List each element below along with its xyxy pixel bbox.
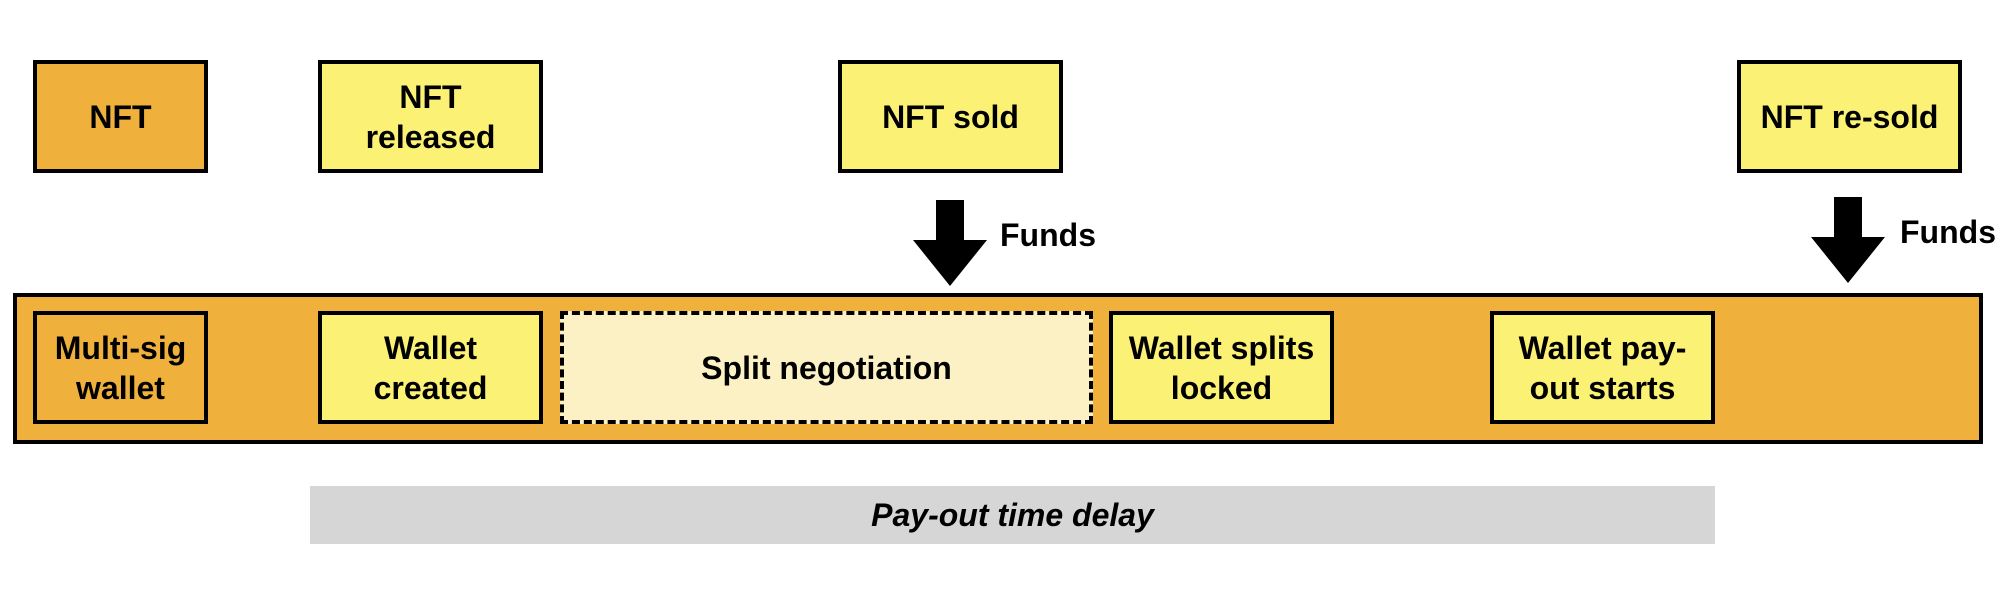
wallet-splits-locked-box: Wallet splits locked [1109,311,1334,424]
payout-time-delay-bar: Pay-out time delay [310,486,1715,544]
wallet-created-box: Wallet created [318,311,543,424]
nft-box: NFT [33,60,208,173]
nft-released-box: NFT released [318,60,543,173]
funds-arrow-down-icon [1811,197,1885,283]
funds-label-2: Funds [1900,214,1996,250]
nft-sold-box: NFT sold [838,60,1063,173]
split-negotiation-box: Split negotiation [560,311,1093,424]
nft-label: NFT [89,98,152,135]
multisig-wallet-box: Multi-sig wallet [33,311,208,424]
nft-released-label: NFT released [365,78,496,155]
split-negotiation-label: Split negotiation [701,349,952,386]
nft-resold-box: NFT re-sold [1737,60,1962,173]
nft-resold-label: NFT re-sold [1760,98,1939,135]
nft-sold-label: NFT sold [882,98,1019,135]
multisig-wallet-label: Multi-sig wallet [54,329,187,406]
payout-time-delay-label: Pay-out time delay [871,497,1154,533]
funds-label-1: Funds [1000,217,1096,253]
funds-arrow-down-icon [913,200,987,286]
wallet-created-label: Wallet created [373,329,488,406]
wallet-splits-locked-label: Wallet splits locked [1128,329,1315,406]
wallet-payout-starts-label: Wallet pay- out starts [1518,329,1687,406]
wallet-payout-starts-box: Wallet pay- out starts [1490,311,1715,424]
